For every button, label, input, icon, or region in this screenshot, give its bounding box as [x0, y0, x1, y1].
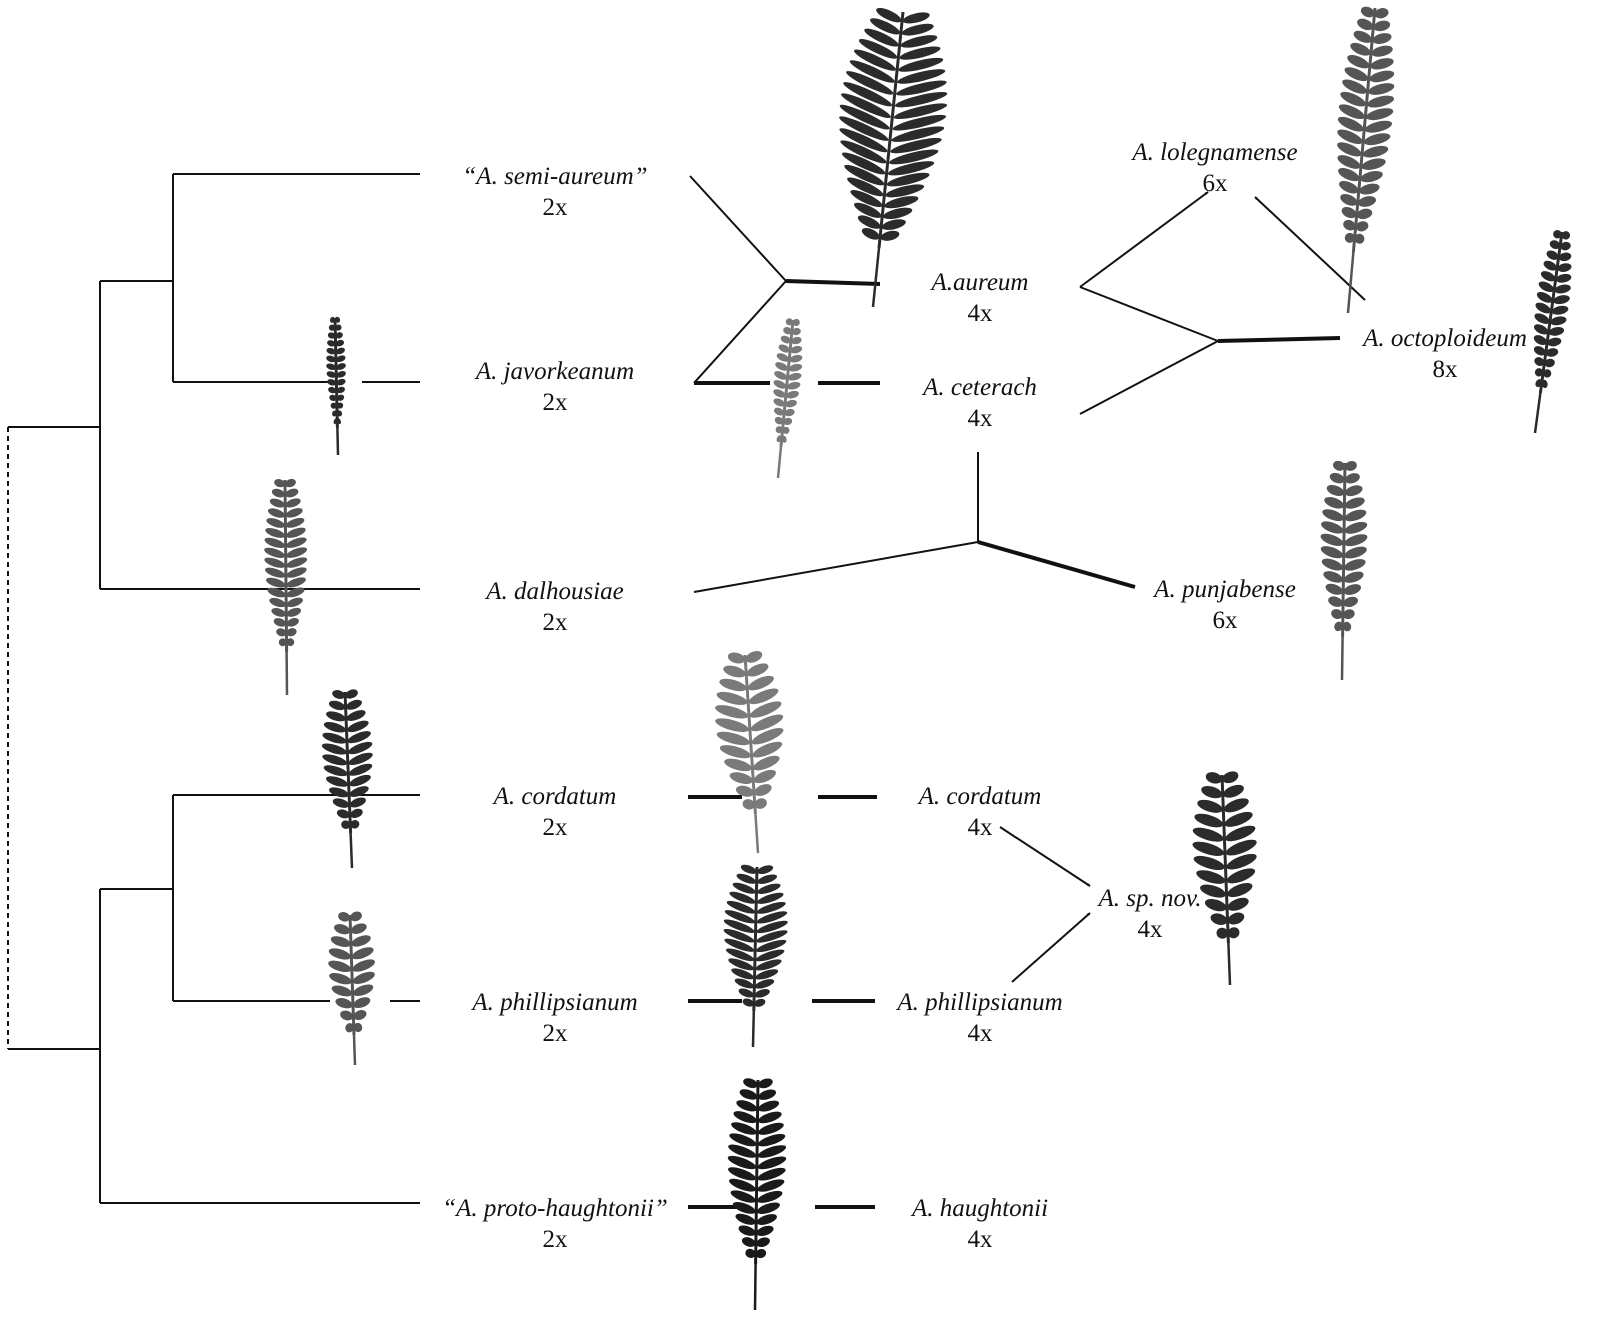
- taxon-proto-haughtonii: “A. proto-haughtonii” 2x: [405, 1196, 705, 1252]
- ploidy-label: 6x: [1202, 170, 1228, 197]
- arrow-to-octoploideum: [1217, 336, 1341, 343]
- phylogenetic-tree: [7, 173, 420, 1204]
- frond-phillipsianum-2x: [328, 911, 375, 1066]
- frond-ceterach: [773, 318, 803, 479]
- taxon-punjabense: A. punjabense 6x: [1125, 577, 1325, 633]
- taxon-name: A. phillipsianum: [472, 989, 638, 1016]
- taxon-name: A. ceterach: [923, 374, 1037, 401]
- link-javorkeanum-to-junction: [693, 280, 787, 384]
- link-octoploideum-to-lolegnamense: [1254, 196, 1366, 301]
- frond-javorkeanum: [326, 316, 346, 456]
- frond-dalhousiae: [264, 478, 308, 696]
- arrow-to-aureum: [785, 279, 881, 286]
- frond-lolegnamense: [1337, 6, 1395, 314]
- frond-phillipsianum-4x: [723, 864, 788, 1048]
- taxon-cordatum-4x: A. cordatum 4x: [880, 784, 1080, 840]
- taxon-name: “A. semi-aureum”: [462, 163, 648, 190]
- taxon-name: A. lolegnamense: [1132, 139, 1298, 166]
- taxon-name: “A. proto-haughtonii”: [442, 1195, 668, 1222]
- frond-aureum: [839, 7, 948, 308]
- reticulation-lines: [688, 175, 1366, 1209]
- frond-cordatum-2x: [321, 689, 373, 869]
- taxon-haughtonii: A. haughtonii 4x: [880, 1196, 1080, 1252]
- link-aureum-to-junction: [1079, 286, 1219, 342]
- ploidy-label: 2x: [542, 1226, 568, 1253]
- taxon-name: A.aureum: [931, 269, 1029, 296]
- taxon-dalhousiae: A. dalhousiae 2x: [420, 579, 690, 635]
- ploidy-label: 4x: [967, 1226, 993, 1253]
- taxon-semi-aureum: “A. semi-aureum” 2x: [420, 164, 690, 220]
- taxon-aureum: A.aureum 4x: [880, 270, 1080, 326]
- link-ceterach-to-junction: [1079, 340, 1219, 415]
- link-aureum-to-lolegnamense: [1079, 191, 1209, 288]
- taxon-octoploideum: A. octoploideum 8x: [1345, 326, 1545, 382]
- taxon-phillipsianum-2x: A. phillipsianum 2x: [420, 990, 690, 1046]
- link-phillipsianum4x-to-spnov: [1011, 912, 1091, 983]
- taxon-name: A. punjabense: [1154, 576, 1296, 603]
- ploidy-label: 2x: [542, 389, 568, 416]
- taxon-phillipsianum-4x: A. phillipsianum 4x: [870, 990, 1090, 1046]
- ploidy-label: 2x: [542, 814, 568, 841]
- ploidy-label: 2x: [542, 1020, 568, 1047]
- ploidy-label: 4x: [967, 1020, 993, 1047]
- link-dalhousiae-to-junction: [693, 541, 979, 593]
- taxon-name: A. cordatum: [493, 783, 617, 810]
- taxon-name: A. dalhousiae: [486, 578, 624, 605]
- taxon-name: A. octoploideum: [1363, 325, 1527, 352]
- frond-silhouettes: [264, 6, 1572, 1311]
- taxon-name: A. javorkeanum: [475, 358, 635, 385]
- ploidy-label: 2x: [542, 194, 568, 221]
- frond-haughtonii: [727, 1078, 787, 1311]
- taxon-javorkeanum: A. javorkeanum 2x: [420, 359, 690, 415]
- taxon-ceterach: A. ceterach 4x: [880, 375, 1080, 431]
- ploidy-label: 8x: [1432, 356, 1458, 383]
- taxon-cordatum-2x: A. cordatum 2x: [420, 784, 690, 840]
- taxon-name: A. cordatum: [918, 783, 1042, 810]
- taxon-name: A. phillipsianum: [897, 989, 1063, 1016]
- arrow-to-punjabense: [977, 540, 1136, 589]
- ploidy-label: 4x: [1137, 916, 1163, 943]
- ploidy-label: 4x: [967, 405, 993, 432]
- ploidy-label: 4x: [967, 814, 993, 841]
- ploidy-label: 4x: [967, 300, 993, 327]
- link-cordatum4x-to-spnov: [999, 826, 1091, 887]
- frond-punjabense: [1320, 460, 1368, 681]
- taxon-lolegnamense: A. lolegnamense 6x: [1115, 140, 1315, 196]
- ploidy-label: 2x: [542, 609, 568, 636]
- taxon-name: A. sp. nov.: [1098, 885, 1202, 912]
- link-semi-aureum-to-junction: [689, 175, 787, 282]
- taxon-name: A. haughtonii: [911, 1195, 1049, 1222]
- frond-cordatum-4x: [715, 651, 784, 854]
- taxon-sp-nov: A. sp. nov. 4x: [1060, 886, 1240, 942]
- frond-octoploideum: [1533, 229, 1572, 434]
- frond-sp-nov: [1192, 771, 1257, 986]
- ploidy-label: 6x: [1212, 607, 1238, 634]
